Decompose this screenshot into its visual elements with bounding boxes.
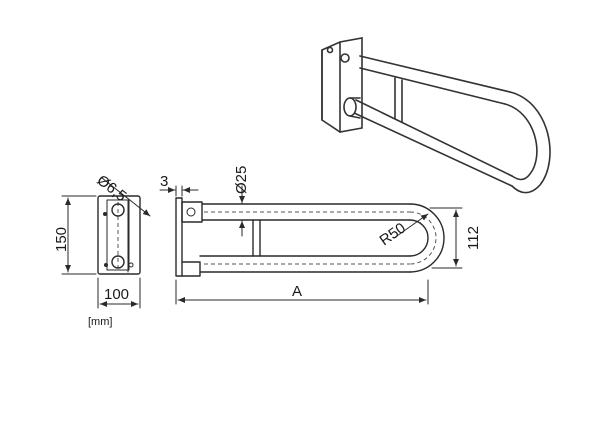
isometric-view [321, 37, 551, 194]
length-label: A [292, 283, 302, 300]
plate-height-dimension [61, 195, 97, 275]
tube-diameter-label: Ø25 [233, 166, 250, 194]
rail-height-label: 112 [465, 226, 482, 250]
flange-thickness-dimension [159, 185, 199, 197]
plate-view [97, 195, 141, 275]
plate-width-dimension [97, 277, 141, 309]
bend-radius-label: R50 [377, 220, 409, 250]
length-dimension [175, 279, 429, 305]
plate-height-label: 150 [53, 227, 70, 252]
rail-height-dimension [429, 207, 463, 269]
bend-radius-leader [393, 213, 429, 239]
hole-diameter-leader [101, 177, 151, 217]
flange-thickness-label: 3 [160, 173, 168, 190]
plate-width-label: 100 [104, 286, 129, 303]
units-label: [mm] [88, 316, 112, 328]
rail-side-view [175, 197, 445, 277]
